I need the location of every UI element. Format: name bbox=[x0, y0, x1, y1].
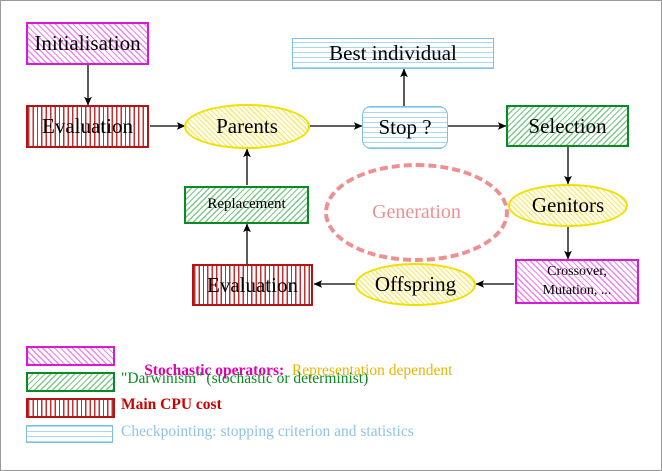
node-label-evaluation-bottom: Evaluation bbox=[207, 272, 298, 297]
node-evaluation-bottom[interactable]: Evaluation bbox=[192, 264, 313, 306]
node-stop[interactable]: Stop ? bbox=[362, 106, 448, 149]
node-label-generation: Generation bbox=[372, 201, 461, 223]
legend-label-representation-dependent: Representation dependent bbox=[291, 362, 453, 379]
node-initialisation[interactable]: Initialisation bbox=[26, 22, 149, 65]
node-genitors[interactable]: Genitors bbox=[508, 184, 628, 227]
node-selection[interactable]: Selection bbox=[506, 105, 629, 147]
legend-label-checkpointing: Checkpointing: stopping criterion and st… bbox=[121, 423, 414, 440]
node-label-stop: Stop ? bbox=[378, 115, 432, 140]
node-label-selection: Selection bbox=[528, 113, 607, 138]
node-evaluation-top[interactable]: Evaluation bbox=[26, 105, 149, 148]
node-label-initialisation: Initialisation bbox=[34, 31, 141, 56]
legend-swatch-checkpointing bbox=[26, 425, 113, 443]
legend-swatch-stochastic-operators bbox=[26, 346, 115, 366]
node-label-offspring: Offspring bbox=[374, 272, 457, 297]
legend-row-stochastic-operators: Stochastic operators: Representation dep… bbox=[121, 344, 452, 398]
legend-label-stochastic-operators: Stochastic operators: bbox=[144, 362, 285, 379]
node-generation-annotation: Generation bbox=[324, 163, 509, 262]
node-replacement[interactable]: Replacement bbox=[184, 186, 309, 224]
node-label-best-individual: Best individual bbox=[329, 41, 457, 66]
legend-label-main-cpu-cost: Main CPU cost bbox=[121, 396, 222, 413]
node-label-evaluation-top: Evaluation bbox=[42, 114, 133, 139]
node-best-individual[interactable]: Best individual bbox=[292, 38, 494, 69]
legend-swatch-darwinism bbox=[26, 372, 115, 392]
node-label-replacement: Replacement bbox=[207, 196, 286, 213]
node-label-crossover-mutation: Crossover, Mutation, ... bbox=[542, 263, 612, 298]
legend-label-darwinism: "Darwinism" (stochastic or determinist) bbox=[121, 370, 369, 387]
node-label-genitors: Genitors bbox=[531, 193, 605, 218]
node-crossover-mutation[interactable]: Crossover, Mutation, ... bbox=[515, 259, 639, 304]
node-parents[interactable]: Parents bbox=[184, 104, 310, 149]
node-label-parents: Parents bbox=[216, 114, 278, 139]
legend-swatch-main-cpu-cost bbox=[26, 398, 115, 418]
node-offspring[interactable]: Offspring bbox=[355, 263, 476, 306]
